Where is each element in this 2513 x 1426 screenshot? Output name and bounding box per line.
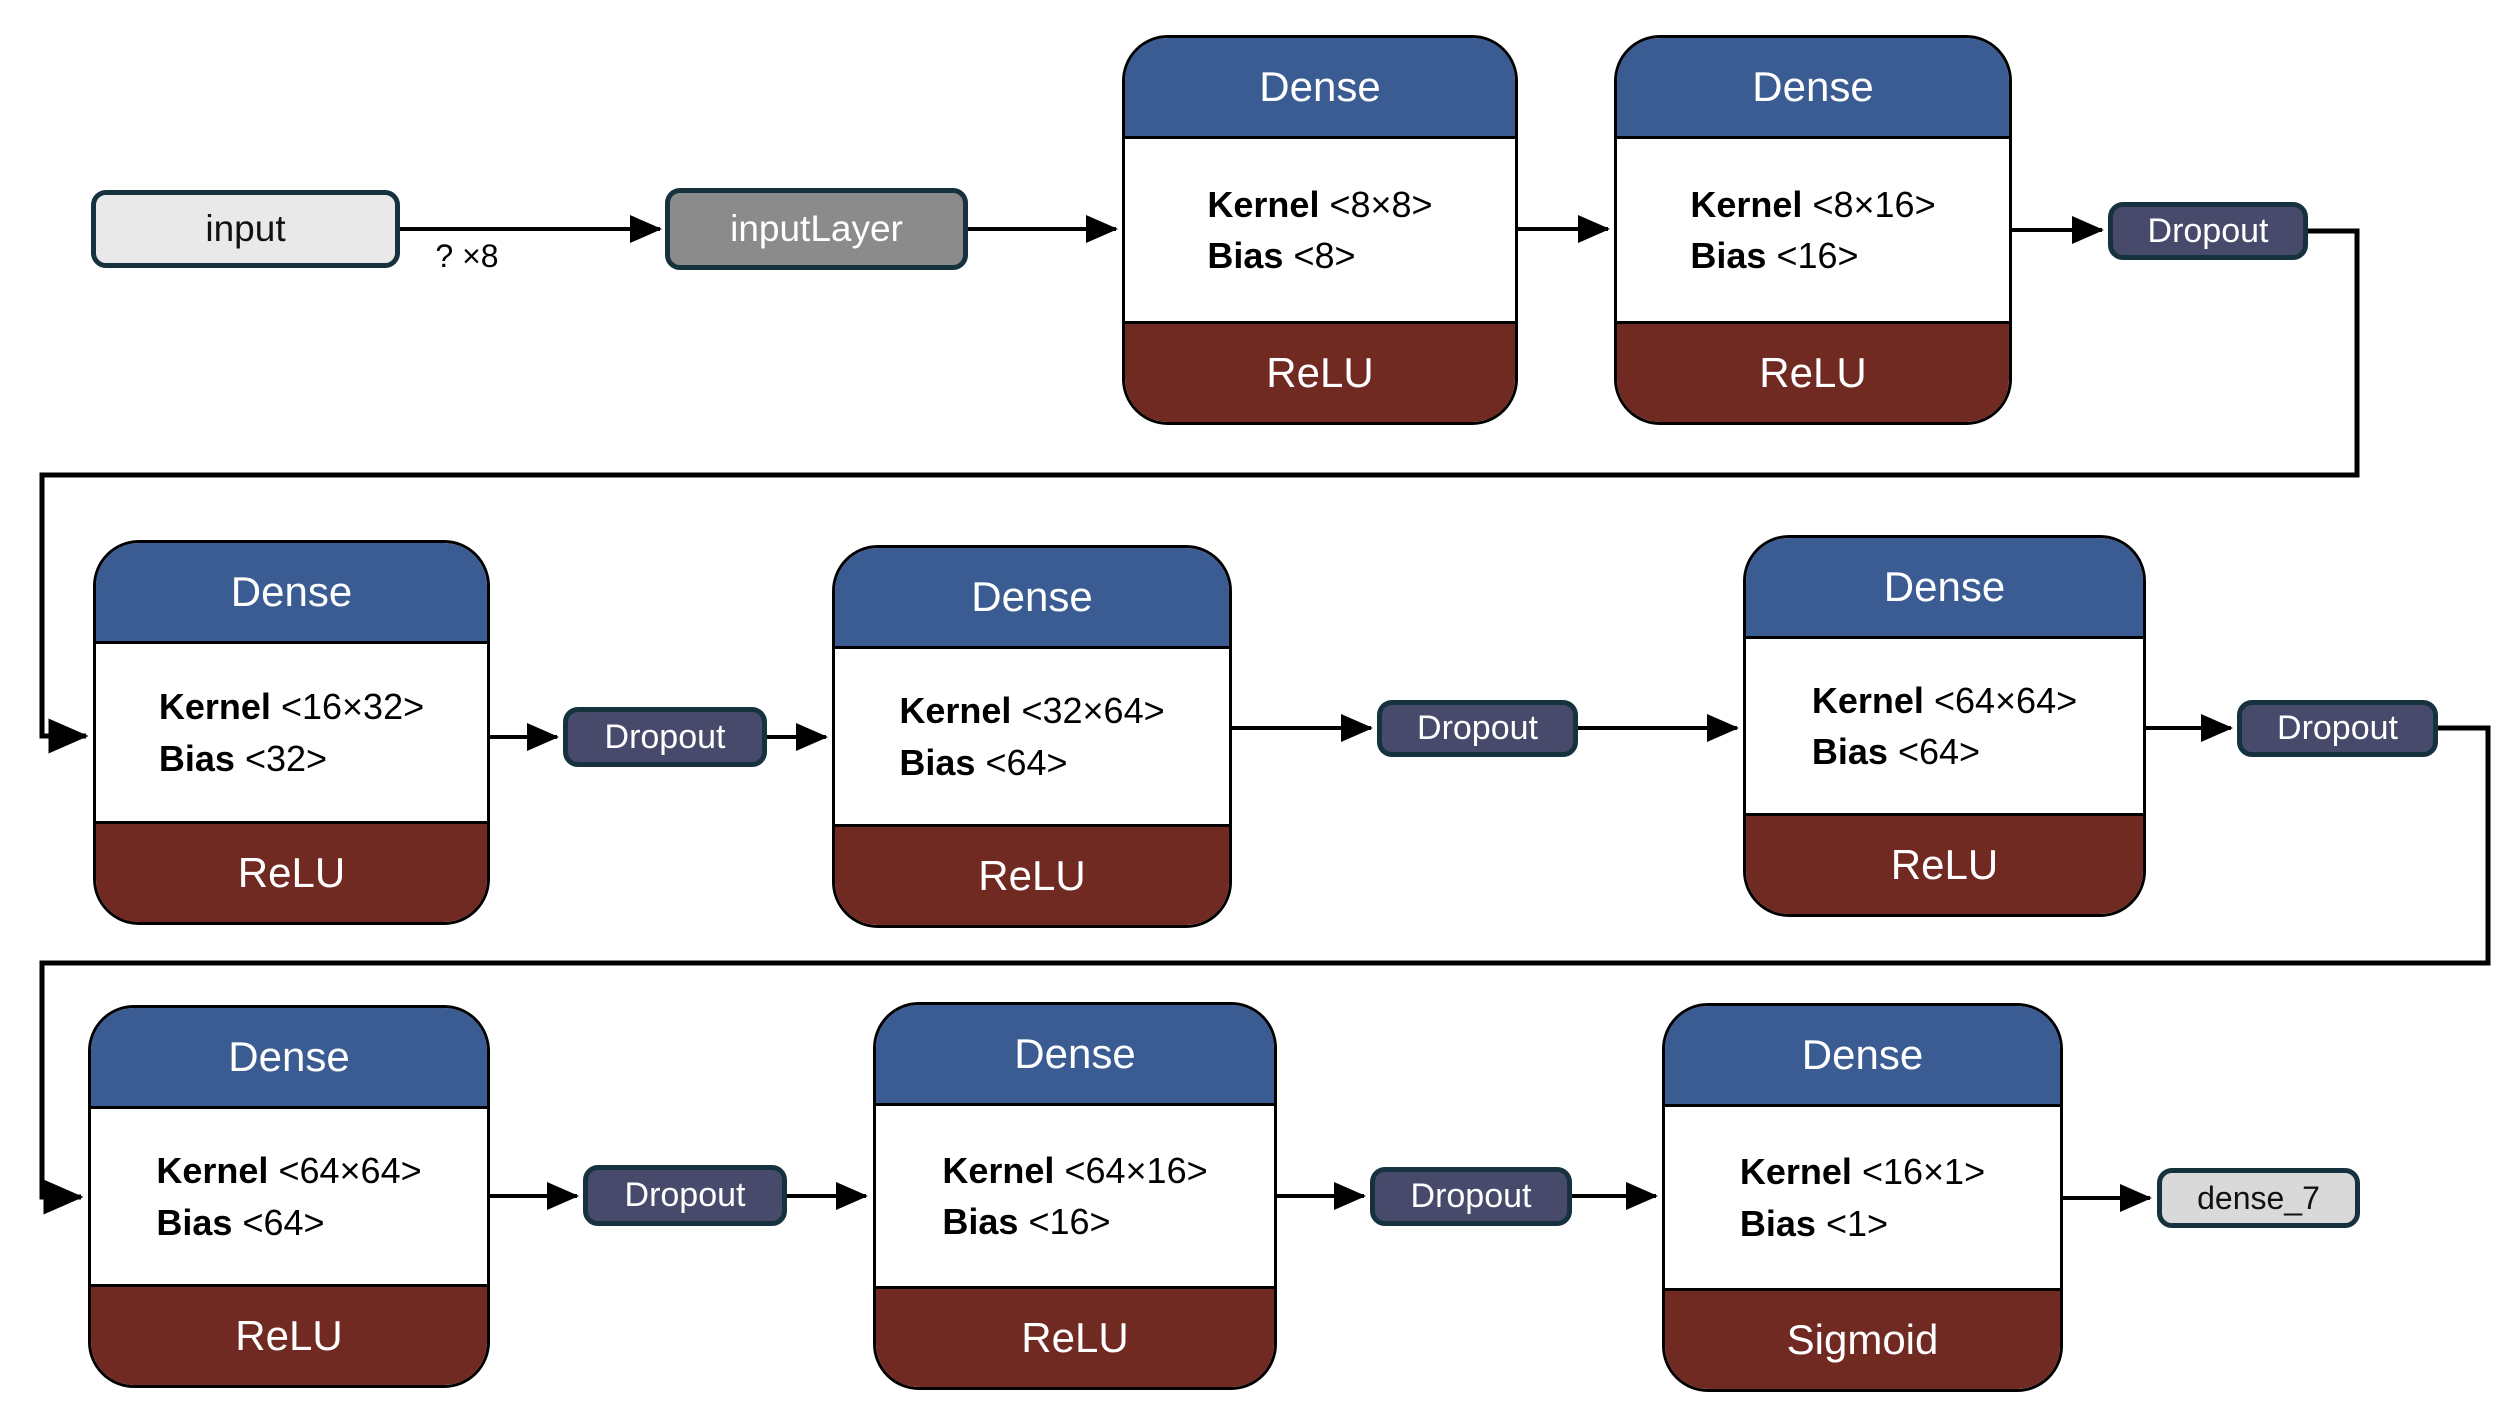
dense-block-4-activation: ReLU <box>835 824 1229 925</box>
kernel-value: <64×64> <box>278 1150 422 1192</box>
kernel-label: Kernel <box>1207 183 1320 225</box>
dense-block-2-params: Kernel <8×16> Bias <16> <box>1617 139 2009 321</box>
dense-block-1-params: Kernel <8×8> Bias <8> <box>1125 139 1515 321</box>
kernel-value: <64×64> <box>1933 679 2078 721</box>
kernel-label: Kernel <box>899 690 1012 732</box>
bias-value: <32> <box>244 737 328 779</box>
dense-block-2: Dense Kernel <8×16> Bias <16> ReLU <box>1614 35 2012 425</box>
dropout-node-5: Dropout <box>583 1165 787 1226</box>
bias-label: Bias <box>1690 235 1767 276</box>
dense-block-7-activation: ReLU <box>876 1286 1274 1387</box>
bias-label: Bias <box>158 737 235 779</box>
dense-block-6-activation: ReLU <box>91 1284 487 1385</box>
dense-block-5-title: Dense <box>1746 538 2143 639</box>
dropout-node-3: Dropout <box>1377 700 1578 757</box>
dense-block-2-title: Dense <box>1617 38 2009 139</box>
bias-label: Bias <box>1811 731 1888 772</box>
dropout-node-2: Dropout <box>563 707 767 767</box>
kernel-value: <8×8> <box>1329 183 1433 225</box>
bias-value: <16> <box>1028 1201 1111 1242</box>
kernel-label: Kernel <box>942 1149 1055 1191</box>
bias-label: Bias <box>899 741 976 783</box>
dense-block-4: Dense Kernel <32×64> Bias <64> ReLU <box>832 545 1232 928</box>
edge-shape-label: ? ×8 <box>435 238 499 274</box>
dense-block-6-params: Kernel <64×64> Bias <64> <box>91 1109 487 1284</box>
dense-block-5: Dense Kernel <64×64> Bias <64> ReLU <box>1743 535 2146 917</box>
dense-block-3: Dense Kernel <16×32> Bias <32> ReLU <box>93 540 490 925</box>
dropout-node-6: Dropout <box>1370 1167 1572 1226</box>
kernel-value: <32×64> <box>1021 690 1165 732</box>
dense-block-8-activation: Sigmoid <box>1665 1288 2060 1389</box>
dense-block-7: Dense Kernel <64×16> Bias <16> ReLU <box>873 1002 1277 1390</box>
bias-label: Bias <box>1739 1202 1816 1244</box>
bias-value: <64> <box>242 1201 325 1243</box>
kernel-label: Kernel <box>1690 183 1803 225</box>
kernel-value: <16×32> <box>280 686 425 728</box>
bias-value: <64> <box>1897 731 1981 772</box>
dense-block-4-params: Kernel <32×64> Bias <64> <box>835 649 1229 824</box>
bias-label: Bias <box>1207 235 1284 276</box>
dense-block-6: Dense Kernel <64×64> Bias <64> ReLU <box>88 1005 490 1388</box>
input-node: input <box>91 190 400 268</box>
dense-block-1-title: Dense <box>1125 38 1515 139</box>
dense-block-6-title: Dense <box>91 1008 487 1109</box>
dense-block-3-params: Kernel <16×32> Bias <32> <box>96 644 487 821</box>
kernel-label: Kernel <box>158 686 271 728</box>
kernel-value: <16×1> <box>1861 1151 1986 1193</box>
bias-value: <64> <box>985 741 1068 783</box>
dense-block-8-title: Dense <box>1665 1006 2060 1107</box>
bias-value: <1> <box>1825 1202 1889 1244</box>
dense-block-7-params: Kernel <64×16> Bias <16> <box>876 1106 1274 1286</box>
dense-block-1: Dense Kernel <8×8> Bias <8> ReLU <box>1122 35 1518 425</box>
dense-block-3-activation: ReLU <box>96 821 487 922</box>
kernel-label: Kernel <box>1811 679 1924 721</box>
edge-wrap-row2-to-row3 <box>39 725 2491 1215</box>
bias-label: Bias <box>942 1201 1019 1242</box>
bias-value: <8> <box>1293 235 1356 276</box>
dense-block-1-activation: ReLU <box>1125 321 1515 422</box>
input-layer-node: inputLayer <box>665 188 968 270</box>
dense-block-4-title: Dense <box>835 548 1229 649</box>
dense-block-8-params: Kernel <16×1> Bias <1> <box>1665 1107 2060 1288</box>
dense-block-5-activation: ReLU <box>1746 813 2143 914</box>
kernel-value: <64×16> <box>1064 1149 1208 1191</box>
dense-block-5-params: Kernel <64×64> Bias <64> <box>1746 639 2143 813</box>
kernel-label: Kernel <box>156 1150 269 1192</box>
bias-value: <16> <box>1776 235 1859 276</box>
dropout-node-4: Dropout <box>2237 700 2438 757</box>
dense-block-2-activation: ReLU <box>1617 321 2009 422</box>
kernel-value: <8×16> <box>1812 183 1936 225</box>
dense-block-8: Dense Kernel <16×1> Bias <1> Sigmoid <box>1662 1003 2063 1392</box>
dense-block-7-title: Dense <box>876 1005 1274 1106</box>
edge-wrap-row1-to-row2 <box>39 228 2360 754</box>
bias-label: Bias <box>156 1201 233 1243</box>
dense-block-3-title: Dense <box>96 543 487 644</box>
dropout-node-1: Dropout <box>2108 202 2308 260</box>
output-node: dense_7 <box>2157 1168 2360 1228</box>
kernel-label: Kernel <box>1739 1151 1852 1193</box>
